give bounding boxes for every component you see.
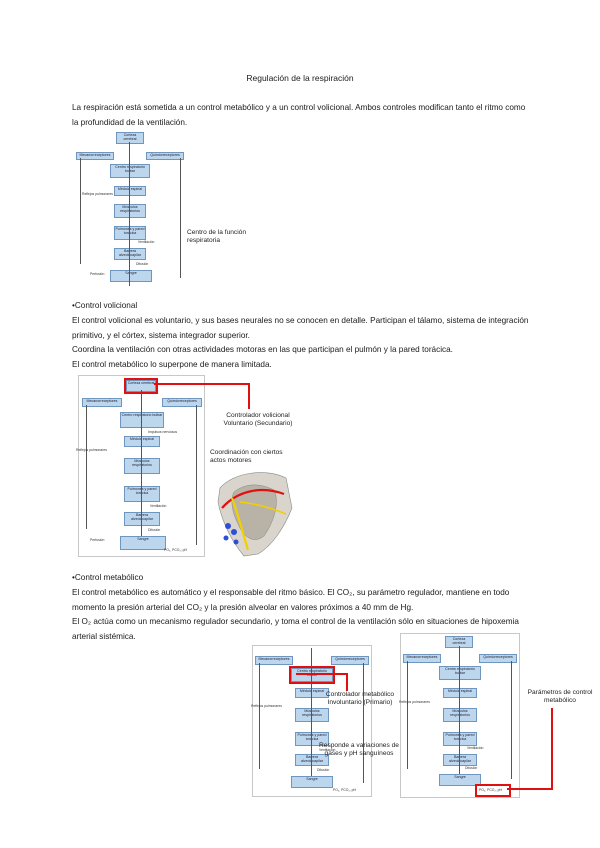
pulmones-box: Pulmones y pared torácica bbox=[114, 226, 146, 240]
musculos-box: Músculos respiratorios bbox=[114, 204, 146, 218]
metabolico-p1: El control metabólico es automático y el… bbox=[72, 588, 510, 612]
brain-illustration bbox=[217, 472, 293, 557]
barrera-box: Barrera alveolocapilar bbox=[114, 248, 146, 260]
metabolic-parameters-note: Parámetros de control metabólico bbox=[527, 689, 593, 704]
barrera-box: Barrera alveolocapilar bbox=[443, 754, 477, 766]
gases-highlight bbox=[475, 784, 511, 797]
mecanoreceptores-box: Mecanorreceptores bbox=[255, 656, 293, 665]
quimioreceptores-box: Quimiorreceptores bbox=[162, 398, 202, 407]
volicional-note: Controlador volicional Voluntario (Secun… bbox=[223, 412, 293, 427]
volicional-p2: Coordina la ventilación con otras activi… bbox=[72, 345, 453, 354]
centro-box: Centro respiratorio bulbar bbox=[110, 164, 150, 178]
figure1-caption: Centro de la función respiratoria bbox=[187, 229, 247, 244]
intro-paragraph: La respiración está sometida a un contro… bbox=[72, 103, 526, 127]
sangre-box: Sangre bbox=[120, 536, 166, 550]
diagram-4-content: Corteza cerebral Mecanorreceptores Quimi… bbox=[399, 636, 517, 797]
diagram-3-content: Mecanorreceptores Quimiorreceptores Cent… bbox=[251, 648, 369, 794]
coordination-note: Coordinación con ciertos actos motores bbox=[210, 449, 283, 464]
gas-response-note: Responde a variaciones de gases y pH san… bbox=[319, 742, 399, 757]
medula-box: Médula espinal bbox=[124, 436, 160, 447]
difusion-label: Difusión bbox=[465, 766, 478, 770]
reflejos-label: Reflejos pulmonares bbox=[251, 704, 282, 708]
cortex-box: Corteza cerebral bbox=[445, 636, 473, 648]
difusion-label: Difusión bbox=[136, 262, 149, 266]
difusion-label: Difusión bbox=[317, 768, 330, 772]
medula-box: Médula espinal bbox=[443, 688, 477, 698]
quimioreceptores-box: Quimiorreceptores bbox=[479, 654, 517, 663]
pulmones-box: Pulmones y pared torácica bbox=[443, 732, 477, 746]
gases-label: PO₂, PCO₂, pH bbox=[333, 788, 356, 792]
reflejos-label: Reflejos pulmonares bbox=[399, 700, 430, 704]
mecanoreceptores-box: Mecanorreceptores bbox=[76, 152, 114, 160]
sangre-box: Sangre bbox=[439, 774, 481, 786]
ventilacion-label: Ventilación bbox=[138, 240, 155, 244]
page-title: Regulación de la respiración bbox=[246, 73, 354, 83]
impulsos-label: Impulsos nerviosos bbox=[148, 430, 178, 434]
difusion-label: Difusión bbox=[148, 528, 161, 532]
musculos-box: Músculos respiratorios bbox=[443, 708, 477, 722]
gases-label: PO₂, PCO₂, pH bbox=[479, 788, 502, 792]
sangre-box: Sangre bbox=[291, 776, 333, 788]
musculos-box: Músculos respiratorios bbox=[295, 708, 329, 722]
quimioreceptores-box: Quimiorreceptores bbox=[146, 152, 184, 160]
perfusion-label: Perfusión bbox=[90, 272, 105, 276]
musculos-box: Músculos respiratorios bbox=[124, 458, 160, 474]
volicional-p1: El control volicional es voluntario, y s… bbox=[72, 316, 529, 340]
volicional-p3: El control metabólico lo superpone de ma… bbox=[72, 360, 272, 369]
barrera-box: Barrera alveolocapilar bbox=[124, 512, 160, 526]
centro-box: Centro respiratorio bulbar bbox=[120, 412, 164, 428]
cortex-box: Corteza cerebral bbox=[116, 132, 144, 144]
respiratory-control-diagram-1: Corteza cerebral Mecanorreceptores Quimi… bbox=[76, 132, 184, 286]
reflejos-label: Reflejos pulmonares bbox=[82, 192, 113, 196]
ventilacion-label: Ventilación bbox=[467, 746, 484, 750]
diagram-2-content: Corteza cerebral Mecanorreceptores Quimi… bbox=[76, 378, 202, 554]
centro-highlight bbox=[289, 666, 335, 684]
pulmones-box: Pulmones y pared torácica bbox=[124, 486, 160, 502]
perfusion-label: Perfusión bbox=[90, 538, 105, 542]
ventilacion-label: Ventilación bbox=[319, 748, 336, 752]
centro-box: Centro respiratorio bulbar bbox=[439, 666, 481, 680]
sangre-box: Sangre bbox=[110, 270, 152, 282]
ventilacion-label: Ventilación bbox=[150, 504, 167, 508]
metabolico-p2: El O₂ actúa como un mecanismo regulador … bbox=[72, 617, 519, 641]
medula-box: Médula espinal bbox=[295, 688, 329, 698]
metabolic-controller-note: Controlador metabólico Involuntario (Pri… bbox=[325, 691, 395, 706]
quimioreceptores-box: Quimiorreceptores bbox=[331, 656, 369, 665]
volicional-heading: •Control volicional bbox=[72, 301, 138, 310]
mecanoreceptores-box: Mecanorreceptores bbox=[403, 654, 441, 663]
pulmones-box: Pulmones y pared torácica bbox=[295, 732, 329, 746]
gases-label: PO₂, PCO₂, pH bbox=[164, 548, 187, 552]
medula-box: Médula espinal bbox=[114, 186, 146, 196]
mecanoreceptores-box: Mecanorreceptores bbox=[82, 398, 122, 407]
metabolico-heading: •Control metabólico bbox=[72, 573, 144, 582]
reflejos-label: Reflejos pulmonares bbox=[76, 448, 107, 452]
